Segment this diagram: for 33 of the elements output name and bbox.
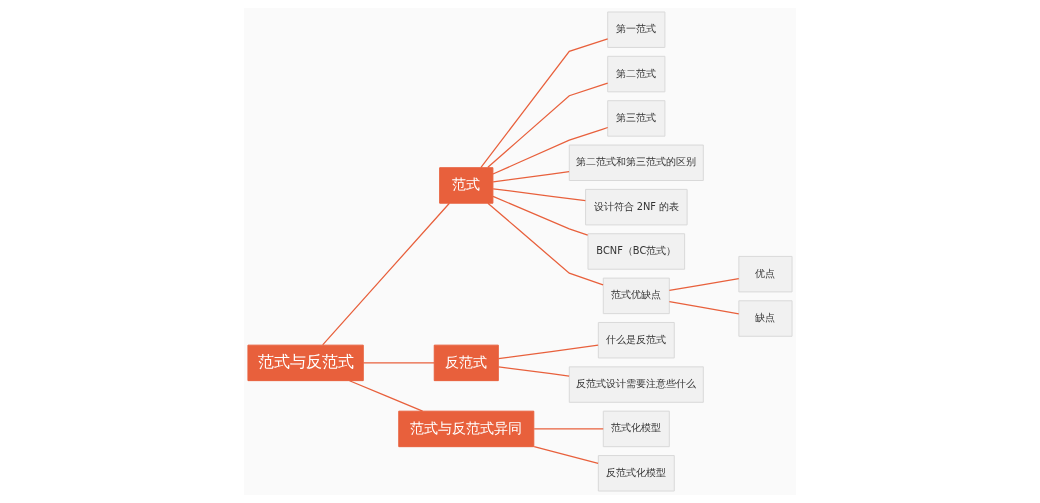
connector	[533, 428, 604, 430]
connector	[322, 202, 451, 346]
node-box: 范式优缺点	[602, 277, 670, 315]
node-box: 反范式	[433, 344, 499, 382]
node-box: 第二范式和第三范式的区别	[568, 144, 704, 182]
connector	[487, 202, 604, 286]
node-box: 第三范式	[607, 100, 666, 137]
connector	[492, 126, 609, 175]
node-box: 什么是反范式	[597, 321, 675, 359]
connector	[492, 195, 589, 236]
node-box: 反范式设计需要注意些什么	[568, 366, 704, 403]
node-box: 第二范式	[607, 55, 666, 93]
connector	[497, 344, 599, 360]
connector	[668, 277, 740, 292]
connector	[492, 188, 586, 202]
connector	[487, 82, 609, 168]
connector	[492, 171, 570, 183]
node-box: 反范式化模型	[597, 455, 675, 492]
node-box: 范式	[439, 167, 494, 204]
connector	[480, 38, 609, 169]
connector	[668, 300, 740, 315]
node-box: 设计符合 2NF 的表	[585, 188, 688, 226]
node-box: 范式与反范式	[247, 344, 364, 382]
node-box: BCNF（BC范式）	[587, 233, 686, 270]
connector	[362, 362, 435, 364]
node-box: 范式与反范式异同	[398, 410, 535, 448]
node-box: 范式化模型	[602, 410, 670, 448]
node-box: 缺点	[738, 300, 793, 337]
node-box: 第一范式	[607, 11, 666, 48]
connector	[348, 380, 424, 412]
connector	[497, 366, 570, 377]
connector	[533, 445, 599, 465]
node-box: 优点	[738, 255, 793, 293]
